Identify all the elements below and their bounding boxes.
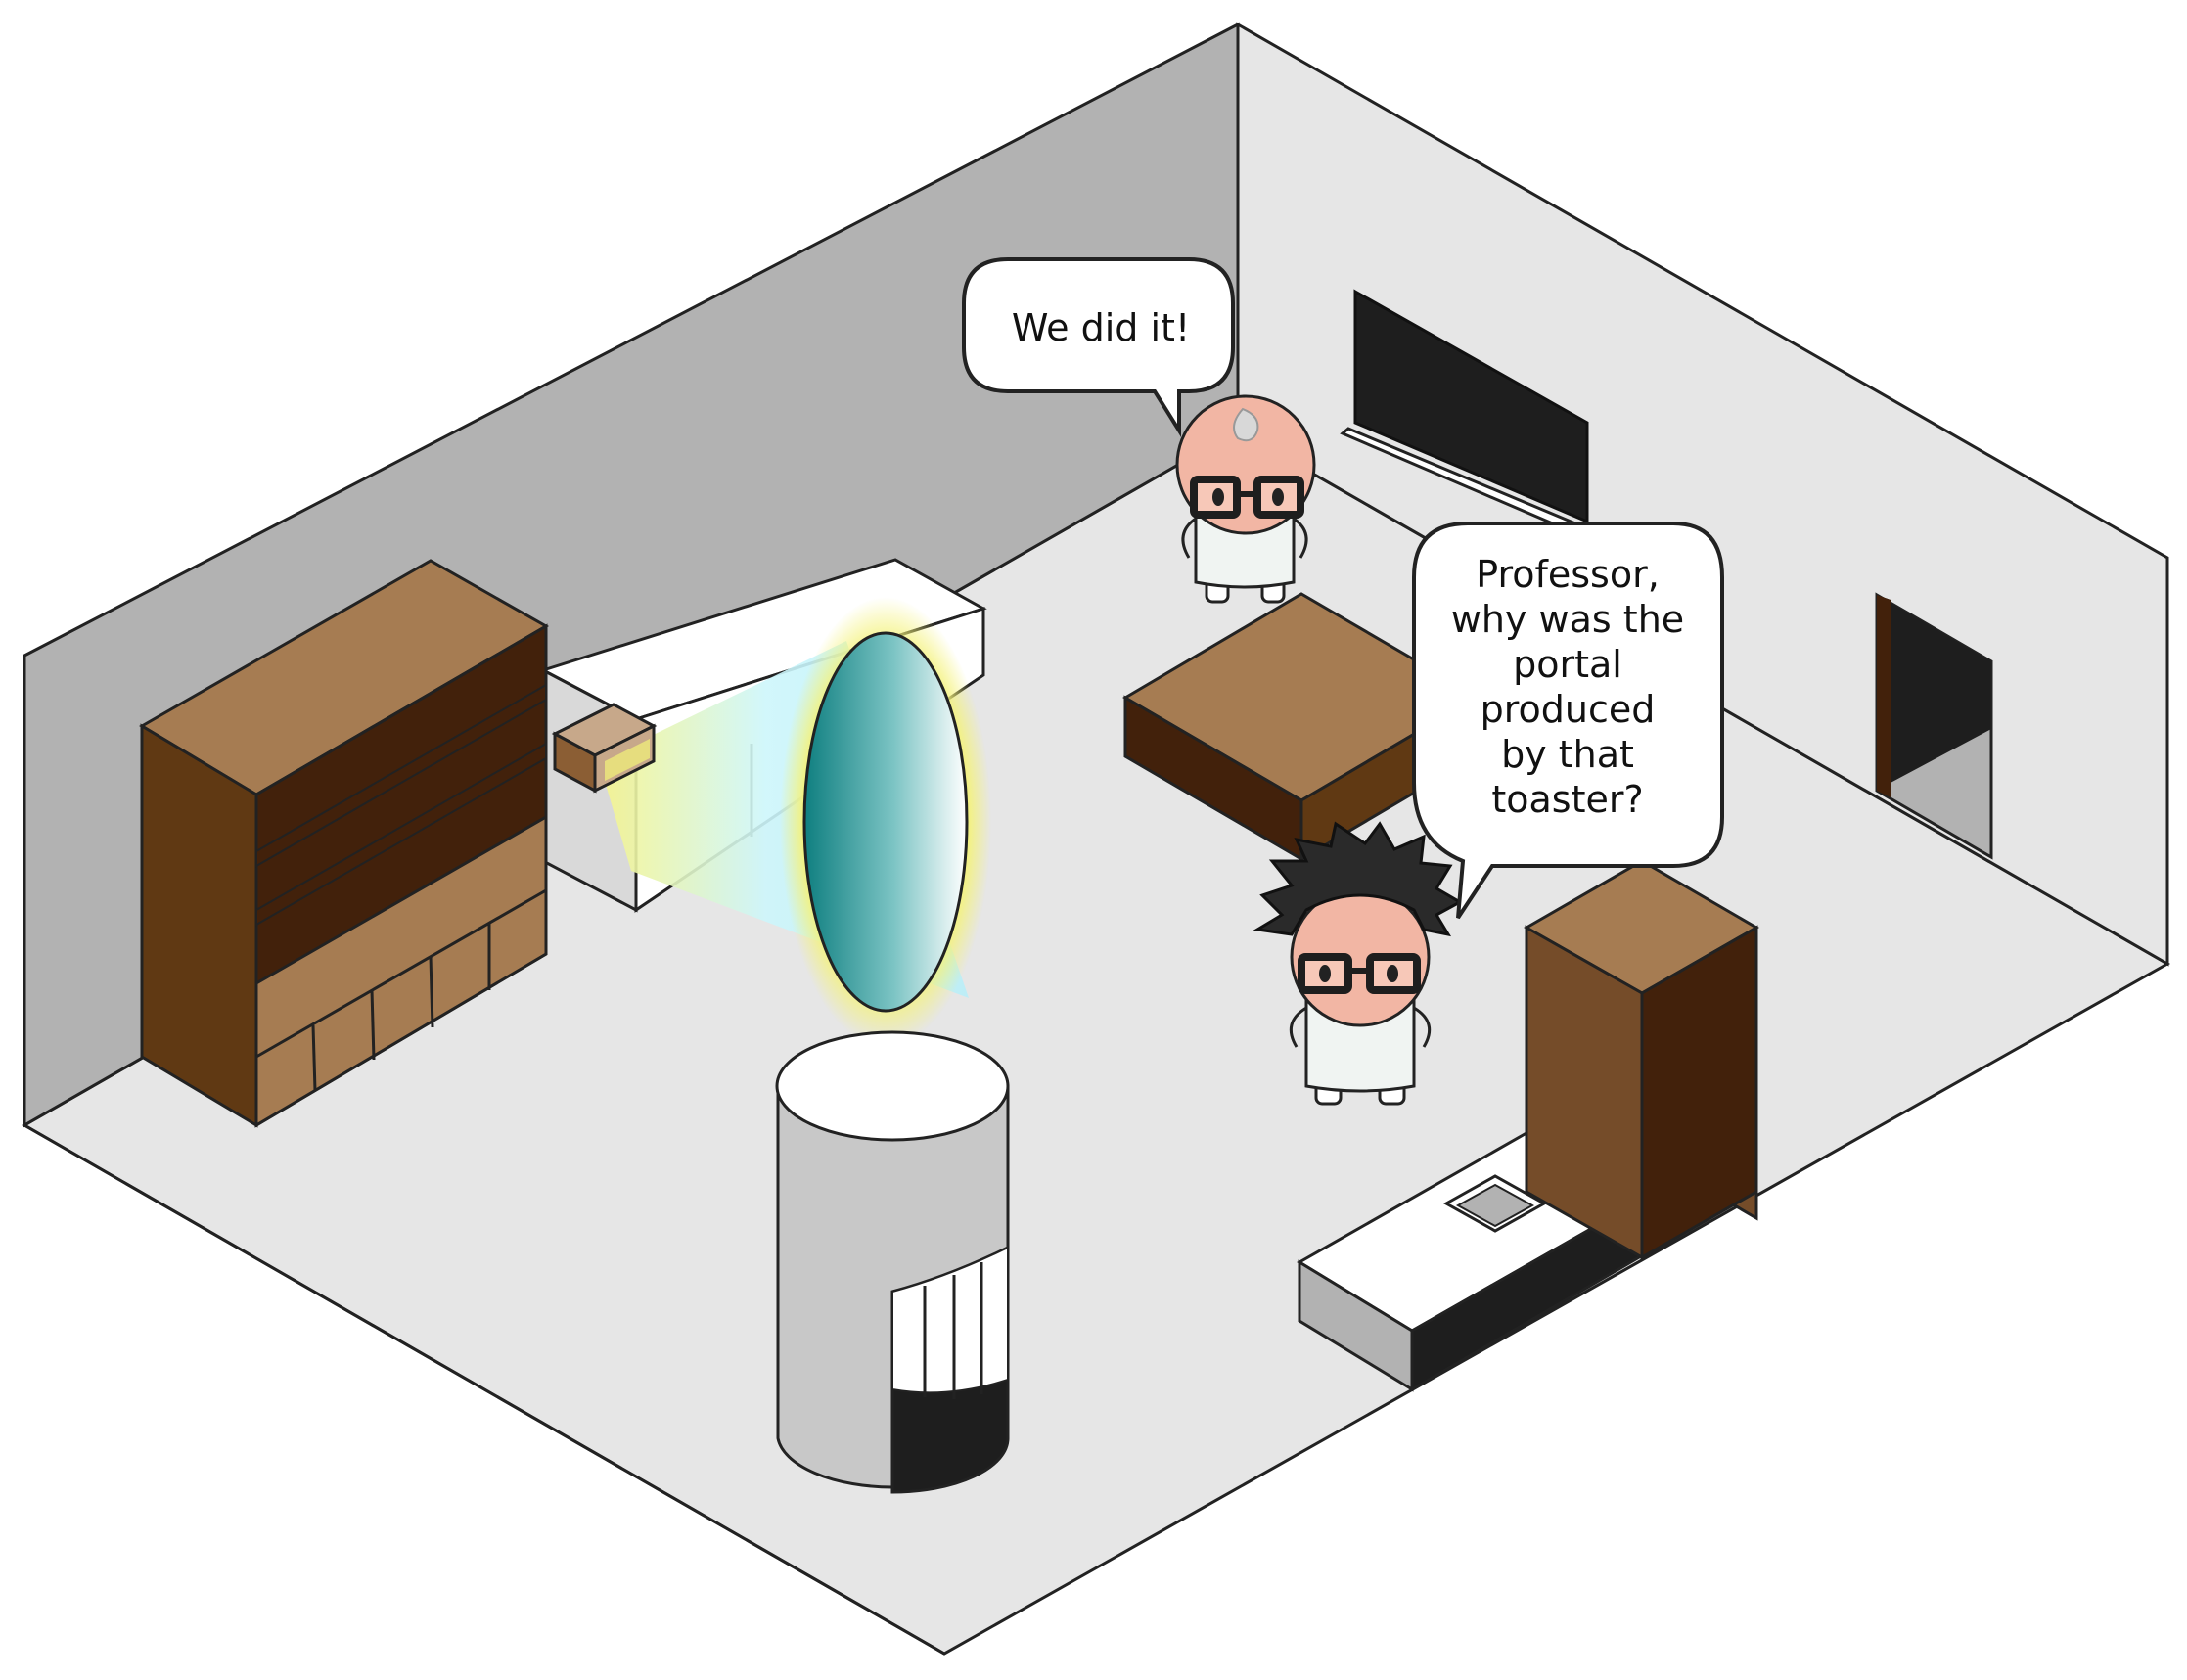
student-speech-line-5: by that [1501,733,1634,776]
student-speech-line-2: why was the [1451,598,1684,641]
student-speech-line-4: produced [1481,688,1656,731]
portal [780,597,991,1047]
toaster [551,703,658,794]
tall-cabinet [1523,859,1760,1260]
doorway [1875,592,1993,860]
student-speech-line-6: toaster? [1491,778,1643,821]
student-speech-bubble: Professor, why was the portal produced b… [1412,522,1724,920]
cylinder-chamber [775,1030,1010,1494]
professor-speech-line: We did it! [1012,306,1190,349]
professor-speech-bubble: We did it! [962,257,1235,437]
professor-character [1175,394,1316,604]
student-character [1253,821,1464,1106]
student-speech-line-3: portal [1513,643,1622,686]
student-speech-line-1: Professor, [1476,553,1660,596]
bookshelf [139,559,550,1128]
